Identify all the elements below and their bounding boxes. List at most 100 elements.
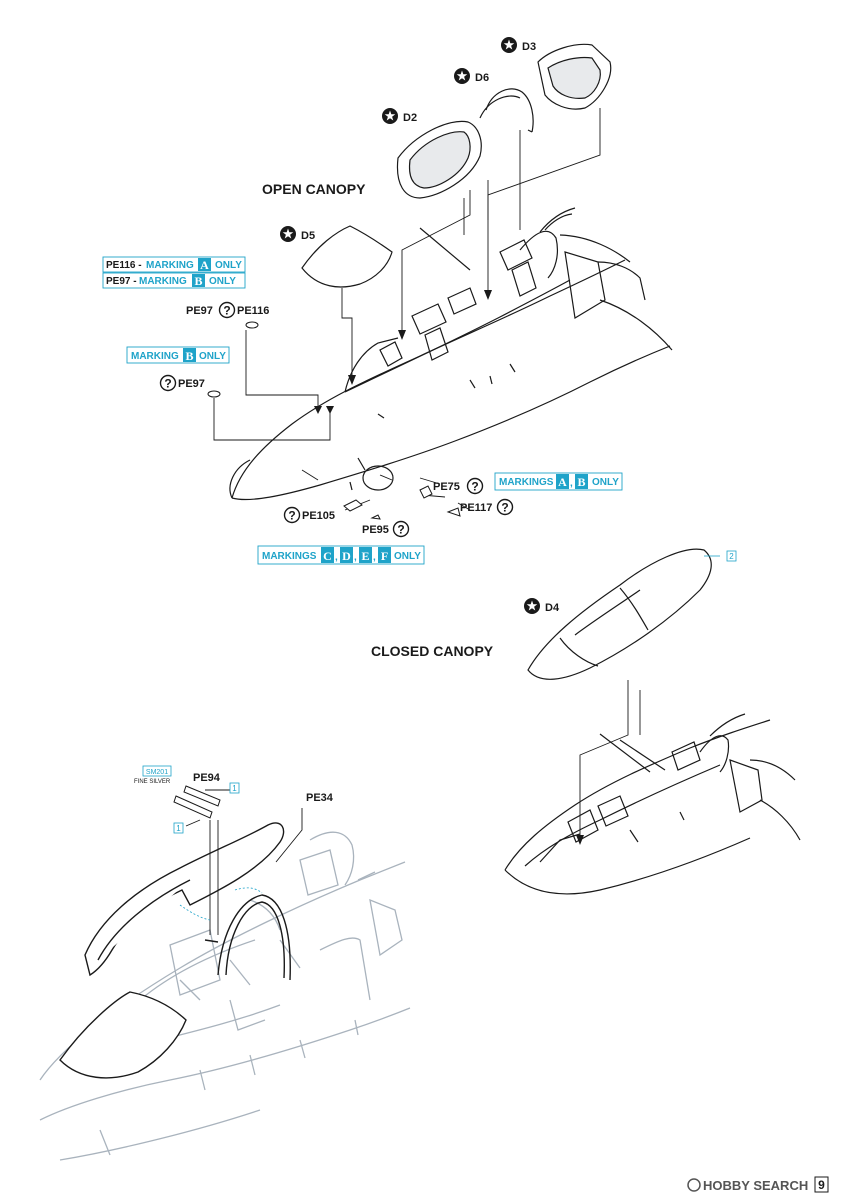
svg-text:MARKINGS: MARKINGS <box>499 477 554 488</box>
part-d3-label: D3 <box>522 41 536 53</box>
canopy-part-d6 <box>479 88 534 133</box>
svg-text:?: ? <box>164 377 171 391</box>
pe94-part <box>173 785 221 819</box>
marking-letter: B <box>194 274 202 288</box>
svg-text:,: , <box>570 478 573 489</box>
part-pe117-label: PE117 <box>460 502 492 514</box>
flip-icon <box>501 37 517 53</box>
open-canopy-fuselage <box>229 207 673 501</box>
part-pe97-label: PE97 <box>186 305 213 317</box>
detail-ghost-fuselage <box>39 831 411 1161</box>
step-number-box: 1 <box>229 782 240 794</box>
question-circle-icon: ? <box>218 301 236 319</box>
marking-row-suffix: ONLY <box>209 276 236 287</box>
svg-text:E: E <box>361 549 369 563</box>
marking-row-suffix: ONLY <box>215 260 242 271</box>
part-pe116-label: PE116 <box>237 305 269 317</box>
svg-text:?: ? <box>223 304 230 318</box>
question-circle-icon: ? <box>466 477 484 495</box>
svg-text:,: , <box>335 552 338 563</box>
detail-leader-lines <box>185 789 303 935</box>
svg-text:MARKING: MARKING <box>131 351 179 362</box>
question-circle-icon: ? <box>283 506 301 524</box>
svg-text:ONLY: ONLY <box>592 477 619 488</box>
svg-text:B: B <box>577 475 585 489</box>
svg-text:?: ? <box>397 523 404 537</box>
cyan-detail-traces <box>179 887 263 921</box>
canopy-part-d2 <box>396 120 482 199</box>
flip-icon <box>454 68 470 84</box>
detail-front-canopy <box>59 991 187 1079</box>
open-canopy-arrows <box>314 290 492 414</box>
svg-text:?: ? <box>471 480 478 494</box>
marking-letter: A <box>200 258 209 272</box>
part-pe75-label: PE75 <box>433 481 460 493</box>
closed-canopy-heading: CLOSED CANOPY <box>371 643 494 659</box>
part-pe34-label: PE34 <box>306 792 334 804</box>
flip-icon <box>382 108 398 124</box>
question-circle-icon: ? <box>496 498 514 516</box>
marking-row-label: MARKING <box>146 260 194 271</box>
detail-pe34-frame <box>204 894 291 981</box>
part-d4-label: D4 <box>545 602 560 614</box>
pe116-part <box>245 321 259 329</box>
closed-canopy-fuselage <box>504 713 801 895</box>
part-d6-label: D6 <box>475 72 489 84</box>
watermark: HOBBY SEARCH <box>687 1178 808 1193</box>
closed-canopy-leader-lines <box>579 680 641 835</box>
svg-text:?: ? <box>288 509 295 523</box>
flip-icon <box>524 598 540 614</box>
closed-canopy-arrow <box>576 835 584 845</box>
svg-text:ONLY: ONLY <box>199 351 226 362</box>
closed-canopy-part-d4 <box>527 548 712 680</box>
paint-name: FINE SILVER <box>134 779 171 785</box>
part-pe97-b-label: PE97 <box>178 378 205 390</box>
detail-open-canopy-frame <box>84 822 285 977</box>
open-canopy-heading: OPEN CANOPY <box>262 181 366 197</box>
step-number-box: 2 <box>726 550 737 562</box>
marking-table: PE116 - MARKING A ONLY PE97 - MARKING B … <box>102 256 246 289</box>
watermark-text: HOBBY SEARCH <box>703 1178 808 1193</box>
part-pe105-label: PE105 <box>302 510 335 522</box>
pe97-part <box>207 390 221 398</box>
svg-text:ONLY: ONLY <box>394 551 421 562</box>
pe117-part <box>446 507 461 517</box>
markings-ab-badge: MARKINGS A , B ONLY <box>494 472 623 491</box>
question-circle-icon: ? <box>392 520 410 538</box>
marking-row-part: PE116 - <box>106 260 142 271</box>
part-pe95-label: PE95 <box>362 524 389 536</box>
svg-text:1: 1 <box>176 824 181 833</box>
question-circle-icon: ? <box>159 374 177 392</box>
page-number: 9 <box>818 1178 825 1192</box>
part-pe94-label: PE94 <box>193 772 221 784</box>
svg-text:D: D <box>342 549 351 563</box>
paint-code: SM201 <box>146 769 168 776</box>
flip-icon <box>280 226 296 242</box>
svg-text:,: , <box>354 552 357 563</box>
step-number-box: 1 <box>173 822 184 834</box>
svg-text:C: C <box>323 549 332 563</box>
svg-text:2: 2 <box>729 552 734 561</box>
pe75-part <box>419 485 433 499</box>
marking-b-badge: MARKING B ONLY <box>126 346 230 364</box>
svg-text:B: B <box>185 349 193 363</box>
svg-text:A: A <box>558 475 567 489</box>
svg-text:MARKINGS: MARKINGS <box>262 551 317 562</box>
marking-row-part: PE97 - <box>106 276 137 287</box>
markings-cdef-badge: MARKINGS C , D , E , F ONLY <box>257 545 425 565</box>
canopy-part-d5 <box>301 225 393 288</box>
canopy-part-d3 <box>537 43 612 110</box>
small-pe-parts <box>207 321 461 520</box>
pe95-part <box>370 514 381 520</box>
part-d5-label: D5 <box>301 230 315 242</box>
paint-callout: SM201 FINE SILVER <box>134 765 172 785</box>
part-d2-label: D2 <box>403 112 417 124</box>
svg-text:,: , <box>373 552 376 563</box>
svg-text:?: ? <box>501 501 508 515</box>
svg-text:F: F <box>381 549 388 563</box>
marking-row-label: MARKING <box>139 276 187 287</box>
pe105-part <box>343 499 363 512</box>
svg-text:1: 1 <box>232 784 237 793</box>
